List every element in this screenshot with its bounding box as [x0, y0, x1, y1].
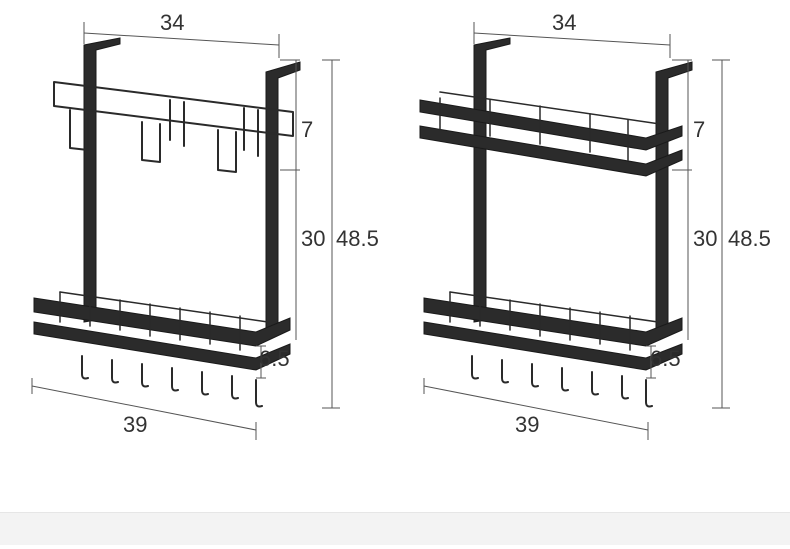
right-front-upright [655, 61, 693, 333]
bottom-basket-right [423, 291, 683, 371]
right-bottom-basket-label: 6.5 [650, 346, 681, 371]
bottom-hooks [81, 355, 263, 408]
left-rear-upright [83, 37, 121, 323]
rack-right [419, 37, 693, 408]
left-bottom-basket-label: 6.5 [259, 346, 290, 371]
left-front-upright [265, 61, 301, 333]
right-bottom-width-label: 39 [515, 412, 539, 437]
right-middle-height-label: 30 [693, 226, 717, 251]
right-total-height-label: 48.5 [728, 226, 771, 251]
left-bottom-width-label: 39 [123, 412, 147, 437]
left-top-section-label: 7 [301, 117, 313, 142]
right-top-width-label: 34 [552, 10, 576, 35]
bottom-hooks-right [471, 355, 653, 408]
rack-left [33, 37, 301, 408]
bottom-basket [33, 291, 291, 371]
left-top-width-label: 34 [160, 10, 184, 35]
hook-rail [53, 81, 294, 173]
right-top-section-label: 7 [693, 117, 705, 142]
bottom-band [0, 512, 790, 545]
right-dimensions: 34 7 30 48.5 6.5 39 [423, 10, 771, 440]
right-rear-upright [473, 37, 511, 323]
left-middle-height-label: 30 [301, 226, 325, 251]
top-basket [419, 91, 683, 177]
left-dimensions: 34 7 30 48.5 6.5 39 [31, 10, 379, 440]
left-total-height-label: 48.5 [336, 226, 379, 251]
